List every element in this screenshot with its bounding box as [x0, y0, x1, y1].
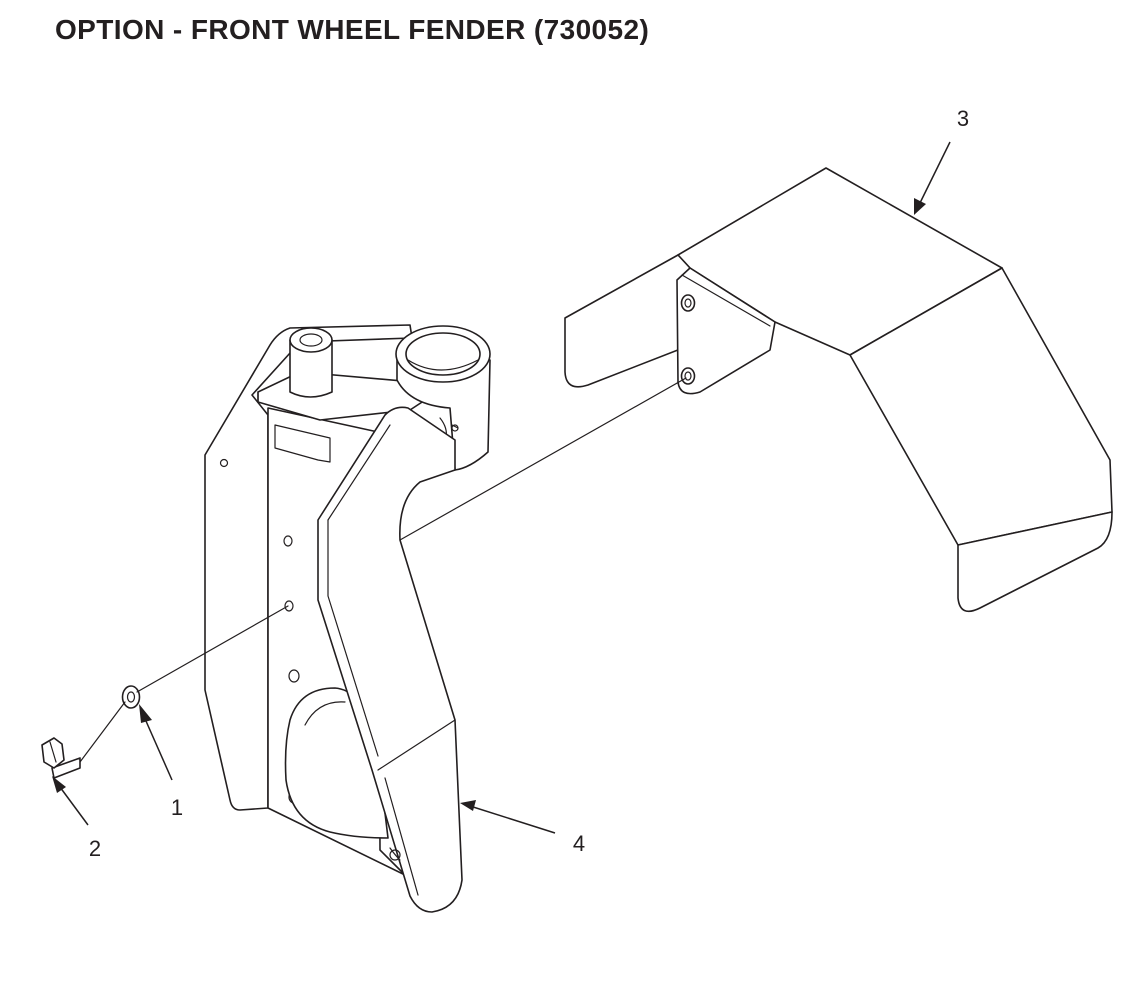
callout-4-label: 4 [573, 831, 585, 856]
callout-1: 1 [139, 704, 183, 820]
page-title: OPTION - FRONT WHEEL FENDER (730052) [55, 14, 650, 45]
bolt-part [41, 737, 81, 779]
callout-1-label: 1 [171, 795, 183, 820]
washer-part [121, 685, 141, 709]
callout-3: 3 [914, 106, 969, 215]
assembly-center-lines [79, 377, 687, 763]
fender-part [564, 167, 1113, 613]
callout-4: 4 [460, 800, 585, 856]
callout-2-label: 2 [89, 836, 101, 861]
callout-3-label: 3 [957, 106, 969, 131]
callout-2: 2 [52, 776, 101, 861]
mount-bracket-part [204, 324, 491, 913]
